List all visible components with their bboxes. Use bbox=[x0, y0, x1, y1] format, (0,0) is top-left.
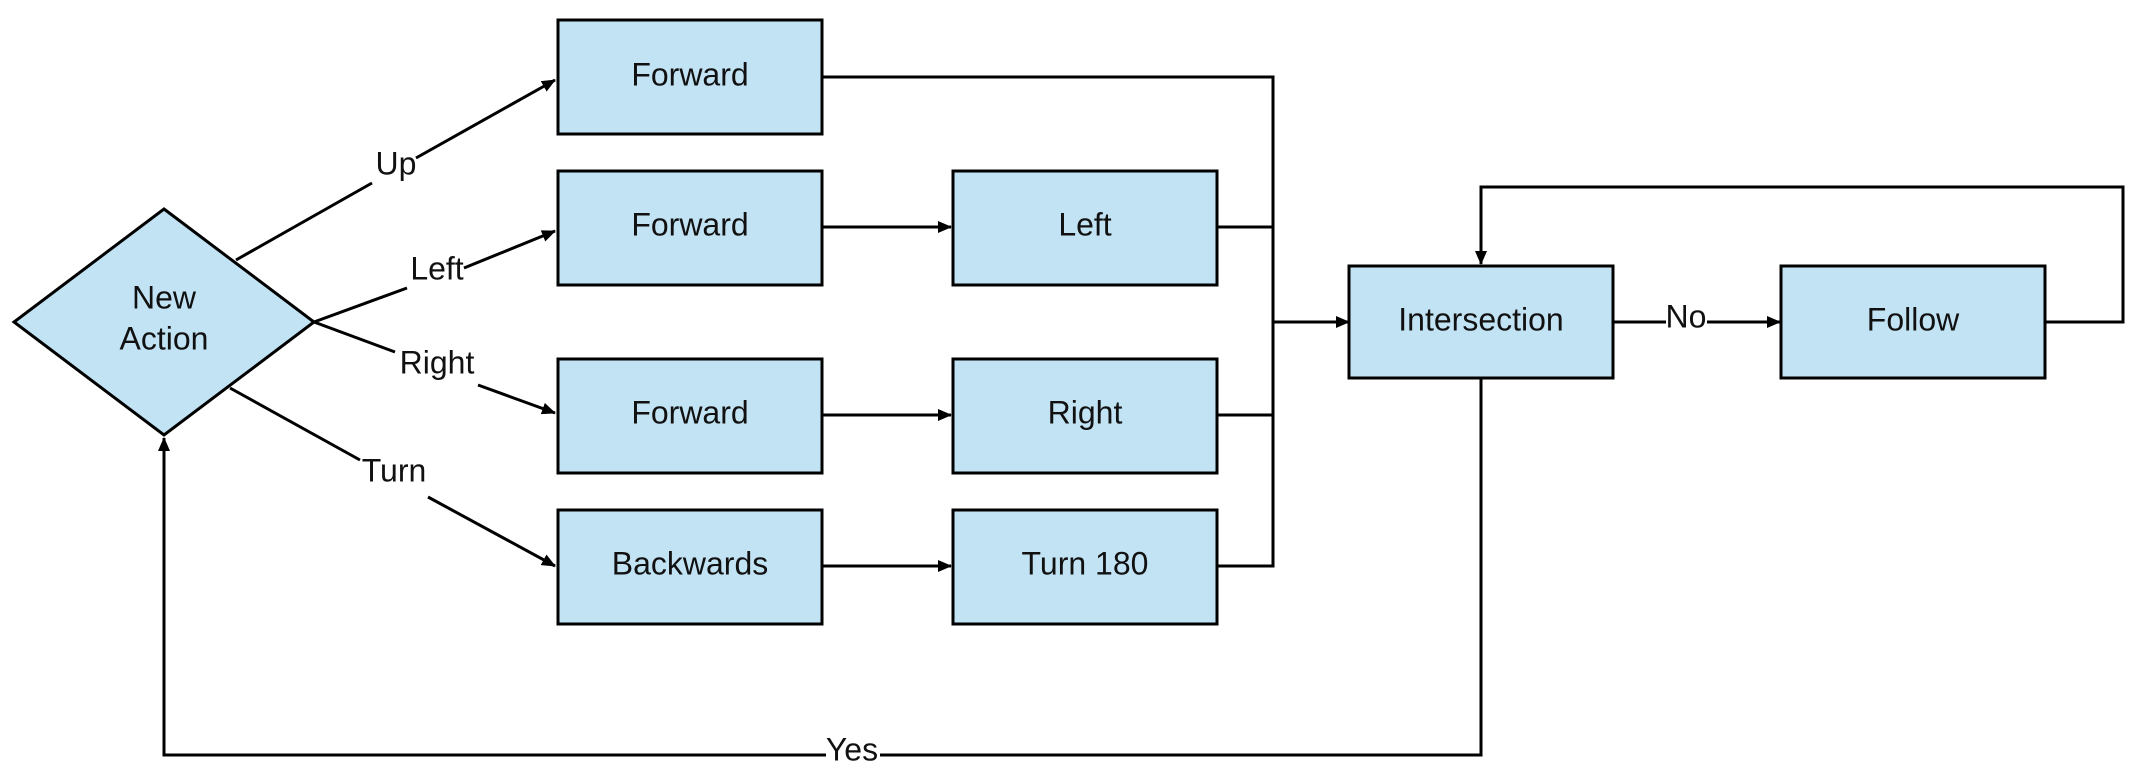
turn-180-box bbox=[951, 508, 1219, 626]
follow-label: Follow bbox=[1867, 301, 1960, 337]
forward-left-label: Forward bbox=[631, 206, 748, 242]
edge-label-no: No bbox=[1666, 298, 1707, 334]
edge-forward-up-to-bus bbox=[822, 75, 1275, 568]
right-box bbox=[951, 357, 1219, 475]
edge-left-arrow bbox=[463, 229, 556, 270]
left-label: Left bbox=[1058, 206, 1111, 242]
left-box bbox=[951, 169, 1219, 287]
edge-label-turn: Turn bbox=[362, 452, 427, 488]
new-action-label-line2: Action bbox=[120, 320, 209, 356]
intersection-label: Intersection bbox=[1398, 301, 1563, 337]
edge-label-up: Up bbox=[376, 145, 417, 181]
follow-box bbox=[1779, 264, 2047, 380]
edge-up-arrow bbox=[415, 78, 556, 160]
edge-left bbox=[313, 286, 408, 324]
edge-label-right: Right bbox=[400, 344, 475, 380]
edge-turn bbox=[229, 386, 361, 462]
edge-yes-return bbox=[158, 437, 826, 757]
forward-up-label: Forward bbox=[631, 56, 748, 92]
forward-left-box bbox=[556, 169, 824, 287]
intersection-box bbox=[1347, 264, 1615, 380]
backwards-box bbox=[556, 508, 824, 626]
right-label: Right bbox=[1048, 394, 1123, 430]
forward-right-label: Forward bbox=[631, 394, 748, 430]
edge-turn-arrow bbox=[427, 495, 556, 568]
edge-labels: Up Left Right Turn No Yes bbox=[362, 145, 1707, 767]
edge-label-yes: Yes bbox=[826, 731, 878, 767]
edge-up bbox=[235, 181, 373, 262]
edge-right bbox=[313, 320, 396, 354]
new-action-decision bbox=[11, 207, 317, 437]
forward-right-box bbox=[556, 357, 824, 475]
nodes: New Action Forward Forward Forward Backw… bbox=[11, 18, 2047, 626]
backwards-label: Backwards bbox=[612, 545, 769, 581]
edge-follow-loop bbox=[1475, 185, 2125, 324]
edge-yes bbox=[880, 378, 1483, 757]
edge-right-arrow bbox=[477, 383, 556, 415]
edge-label-left: Left bbox=[410, 250, 463, 286]
forward-up-box bbox=[556, 18, 824, 136]
edges bbox=[158, 75, 2125, 757]
new-action-label-line1: New bbox=[132, 279, 197, 315]
turn-180-label: Turn 180 bbox=[1022, 545, 1149, 581]
